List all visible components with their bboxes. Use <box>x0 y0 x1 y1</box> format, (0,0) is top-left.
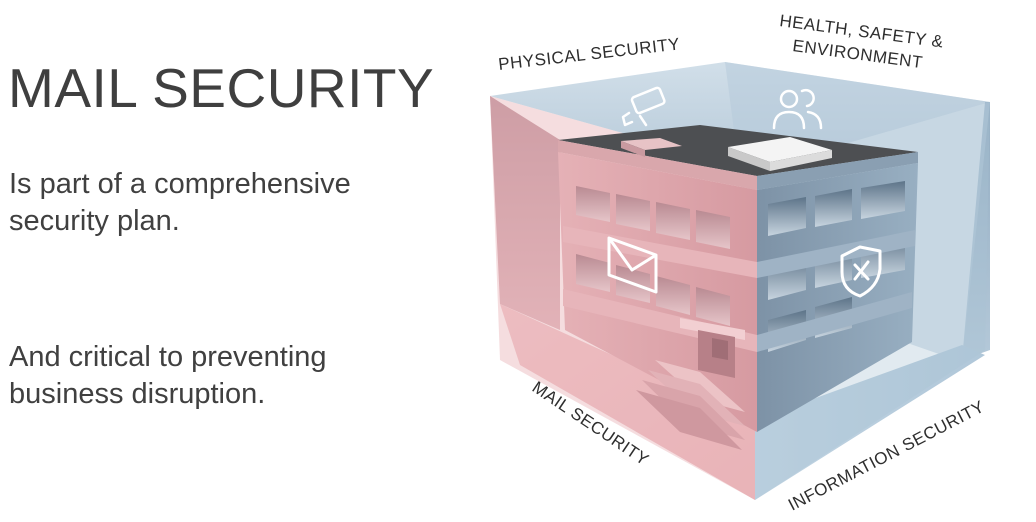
security-zones-diagram: PHYSICAL SECURITY HEALTH, SAFETY & ENVIR… <box>470 0 1036 522</box>
roof-unit-large-side2 <box>770 150 832 171</box>
roof-unit-small-side <box>621 141 645 157</box>
impact-paragraph: And critical to preventing business disr… <box>9 341 327 410</box>
mail-zone-left-wall <box>490 96 560 330</box>
roof-unit-large <box>728 137 832 162</box>
door-panel <box>712 338 728 360</box>
information-zone-floor <box>755 345 985 500</box>
roof-unit-large-side <box>728 147 770 171</box>
shield-icon <box>840 245 882 298</box>
camera-icon <box>621 86 666 127</box>
people-icon <box>772 88 823 130</box>
entrance-steps <box>636 360 745 450</box>
mail-zone-floor <box>500 304 755 500</box>
building-facade-information <box>757 163 918 432</box>
roof-unit-small <box>621 138 682 150</box>
page-title: MAIL SECURITY <box>8 57 435 119</box>
entrance-canopy <box>680 318 745 340</box>
intro-paragraph: Is part of a comprehensive security plan… <box>9 168 351 237</box>
roof-edge-right <box>757 152 918 190</box>
facade-band-information-1 <box>757 230 915 278</box>
envelope-icon <box>607 236 658 294</box>
label-physical-security: PHYSICAL SECURITY <box>497 34 681 74</box>
facade-band-information-2 <box>757 292 912 352</box>
roof-edge-left <box>558 140 757 190</box>
